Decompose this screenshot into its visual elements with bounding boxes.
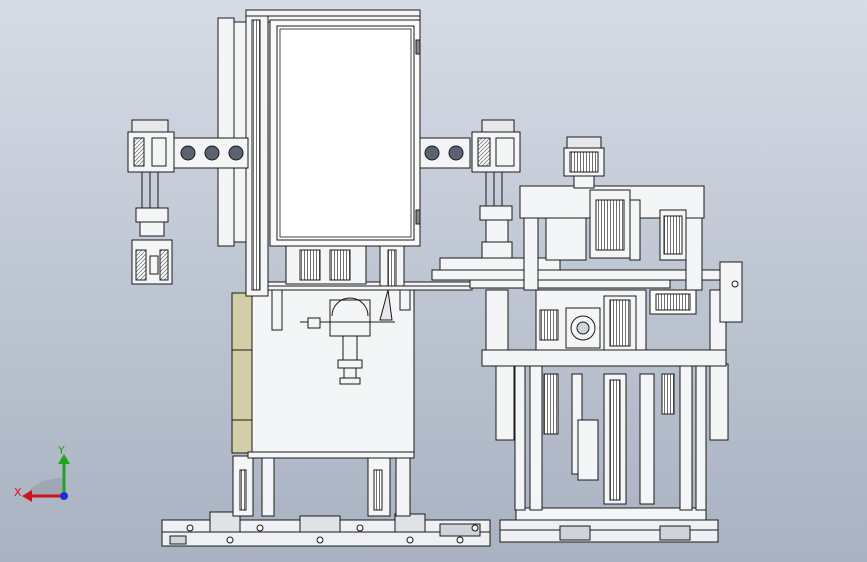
right-upper-frame [519,185,705,291]
x-axis-arrowhead [22,490,32,502]
right-lower-frame [495,363,729,511]
z-axis-dot [60,492,68,500]
left-gripper-head [127,119,175,285]
axis-triad: Y X [14,444,70,502]
x-axis-label: X [14,486,22,499]
center-spindle [300,297,395,385]
gantry-arm [169,137,471,169]
drive-assembly [535,289,647,351]
top-motor [563,136,605,189]
left-legs [232,455,411,517]
left-base-plate [161,511,491,547]
y-axis-label: Y [57,444,65,457]
left-machine [127,9,521,547]
right-machine [431,136,743,543]
right-gripper-head [471,119,521,273]
right-base [499,507,719,543]
left-worktable [261,281,473,331]
left-column [217,9,421,297]
electrical-cabinet [269,19,421,247]
y-axis-arrowhead [58,454,70,464]
right-table [481,289,727,367]
